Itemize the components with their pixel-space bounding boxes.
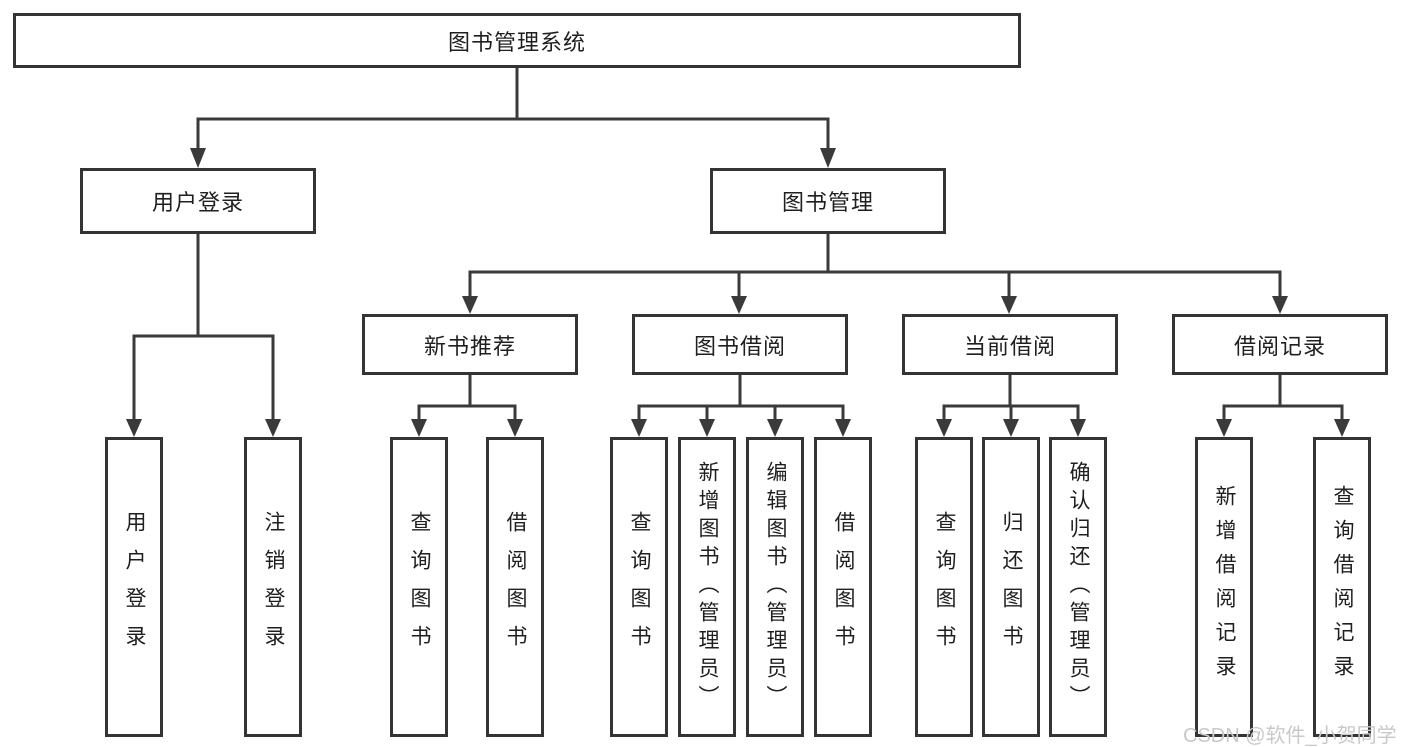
connector-userlogin-bar (132, 234, 275, 420)
leaf-borrow-books-recommend: 借阅图书 (486, 437, 544, 737)
node-user-login: 用户登录 (80, 168, 316, 234)
connector-borrow-bar (637, 375, 845, 420)
leaf-edit-books-admin: 编辑图书（管理员） (746, 437, 804, 737)
leaf-label: 新增借阅记录 (1213, 485, 1236, 689)
arrow-icon (1216, 419, 1232, 437)
arrow-icon (190, 148, 206, 168)
leaf-query-books-borrow: 查询图书 (610, 437, 668, 737)
node-current-borrow: 当前借阅 (902, 314, 1118, 375)
node-book-borrow: 图书借阅 (632, 314, 848, 375)
arrow-icon (631, 419, 647, 437)
leaf-label: 新增图书（管理员） (696, 461, 719, 713)
connector-level1-bar (196, 117, 830, 150)
leaf-return-books: 归还图书 (982, 437, 1040, 737)
arrow-icon (1070, 419, 1086, 437)
node-book-management: 图书管理 (710, 168, 946, 234)
leaf-label: 查询借阅记录 (1331, 485, 1354, 689)
arrow-icon (767, 419, 783, 437)
leaf-label: 用户登录 (123, 511, 146, 663)
node-new-book-recommend: 新书推荐 (362, 314, 578, 375)
leaf-label: 注销登录 (262, 511, 285, 663)
leaf-add-books-admin: 新增图书（管理员） (678, 437, 736, 737)
arrow-icon (1003, 419, 1019, 437)
arrow-icon (1334, 419, 1350, 437)
csdn-watermark: CSDN @软件_小贺同学 (1183, 725, 1397, 747)
connector-bookmgmt-bar (468, 234, 1282, 297)
arrow-icon (731, 296, 747, 314)
leaf-add-borrow-record: 新增借阅记录 (1195, 437, 1253, 737)
leaf-label: 借阅图书 (832, 511, 855, 663)
leaf-query-borrow-record: 查询借阅记录 (1313, 437, 1371, 737)
leaf-borrow-books: 借阅图书 (814, 437, 872, 737)
node-borrow-records: 借阅记录 (1172, 314, 1388, 375)
arrowheads (126, 148, 1350, 437)
leaf-confirm-return-admin: 确认归还（管理员） (1049, 437, 1107, 737)
arrow-icon (1001, 296, 1017, 314)
leaf-label: 查询图书 (408, 511, 431, 663)
arrow-icon (507, 419, 523, 437)
leaf-query-books-recommend: 查询图书 (390, 437, 448, 737)
arrow-icon (411, 419, 427, 437)
leaf-query-books-current: 查询图书 (915, 437, 973, 737)
arrow-icon (1272, 296, 1288, 314)
leaf-label: 查询图书 (628, 511, 651, 663)
arrow-icon (126, 419, 142, 437)
leaf-logout: 注销登录 (244, 437, 302, 737)
leaf-label: 借阅图书 (504, 511, 527, 663)
arrow-icon (820, 148, 836, 168)
arrow-icon (835, 419, 851, 437)
leaf-label: 归还图书 (1000, 511, 1023, 663)
node-library-system: 图书管理系统 (13, 13, 1021, 68)
arrow-icon (265, 419, 281, 437)
arrow-icon (462, 296, 478, 314)
connector-newbook-bar (417, 375, 517, 420)
connector-current-bar (942, 375, 1080, 420)
leaf-label: 确认归还（管理员） (1067, 461, 1090, 713)
leaf-label: 查询图书 (933, 511, 956, 663)
connector-record-bar (1222, 375, 1344, 420)
leaf-user-login: 用户登录 (105, 437, 163, 737)
arrow-icon (936, 419, 952, 437)
arrow-icon (699, 419, 715, 437)
leaf-label: 编辑图书（管理员） (764, 461, 787, 713)
